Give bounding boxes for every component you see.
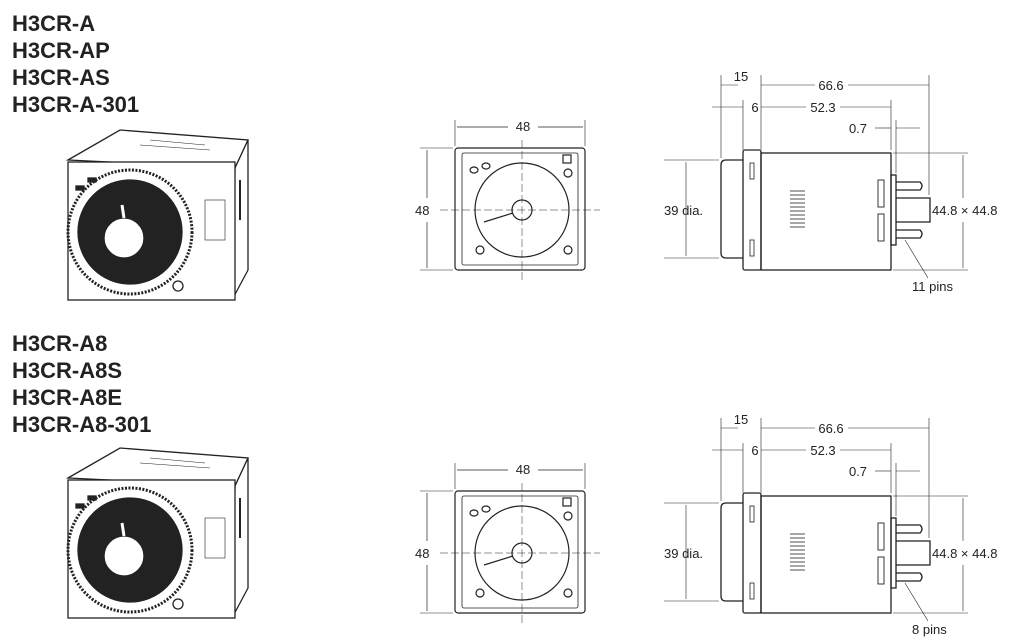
model-name: H3CR-AP xyxy=(12,38,110,63)
front-height-dimension: 48 xyxy=(415,203,429,218)
body-size-dimension: 44.8 × 44.8 xyxy=(932,546,997,561)
model-name: H3CR-AS xyxy=(12,65,110,90)
pin-count-label: 8 pins xyxy=(912,622,947,637)
model-name: H3CR-A-301 xyxy=(12,92,140,117)
front-width-dimension: 48 xyxy=(516,462,530,477)
body-size-dimension: 44.8 × 44.8 xyxy=(932,203,997,218)
dimension-52-3: 52.3 xyxy=(810,100,835,115)
diameter-dimension: 39 dia. xyxy=(664,203,703,218)
dimension-66-6: 66.6 xyxy=(818,78,843,93)
model-name: H3CR-A8 xyxy=(12,331,108,356)
dimension-0-7: 0.7 xyxy=(849,464,867,479)
front-width-dimension: 48 xyxy=(516,119,530,134)
model-name: H3CR-A8S xyxy=(12,358,123,383)
dimension-6: 6 xyxy=(751,100,758,115)
dimension-0-7: 0.7 xyxy=(849,121,867,136)
pin-count-label: 11 pins xyxy=(912,279,953,294)
dimension-6: 6 xyxy=(751,443,758,458)
model-name: H3CR-A8-301 xyxy=(12,412,152,437)
model-name: H3CR-A8E xyxy=(12,385,123,410)
front-height-dimension: 48 xyxy=(415,546,429,561)
dimension-66-6: 66.6 xyxy=(818,421,843,436)
model-name: H3CR-A xyxy=(12,11,96,36)
dimension-15: 15 xyxy=(734,69,748,84)
diameter-dimension: 39 dia. xyxy=(664,546,703,561)
dimension-15: 15 xyxy=(734,412,748,427)
dimension-52-3: 52.3 xyxy=(810,443,835,458)
